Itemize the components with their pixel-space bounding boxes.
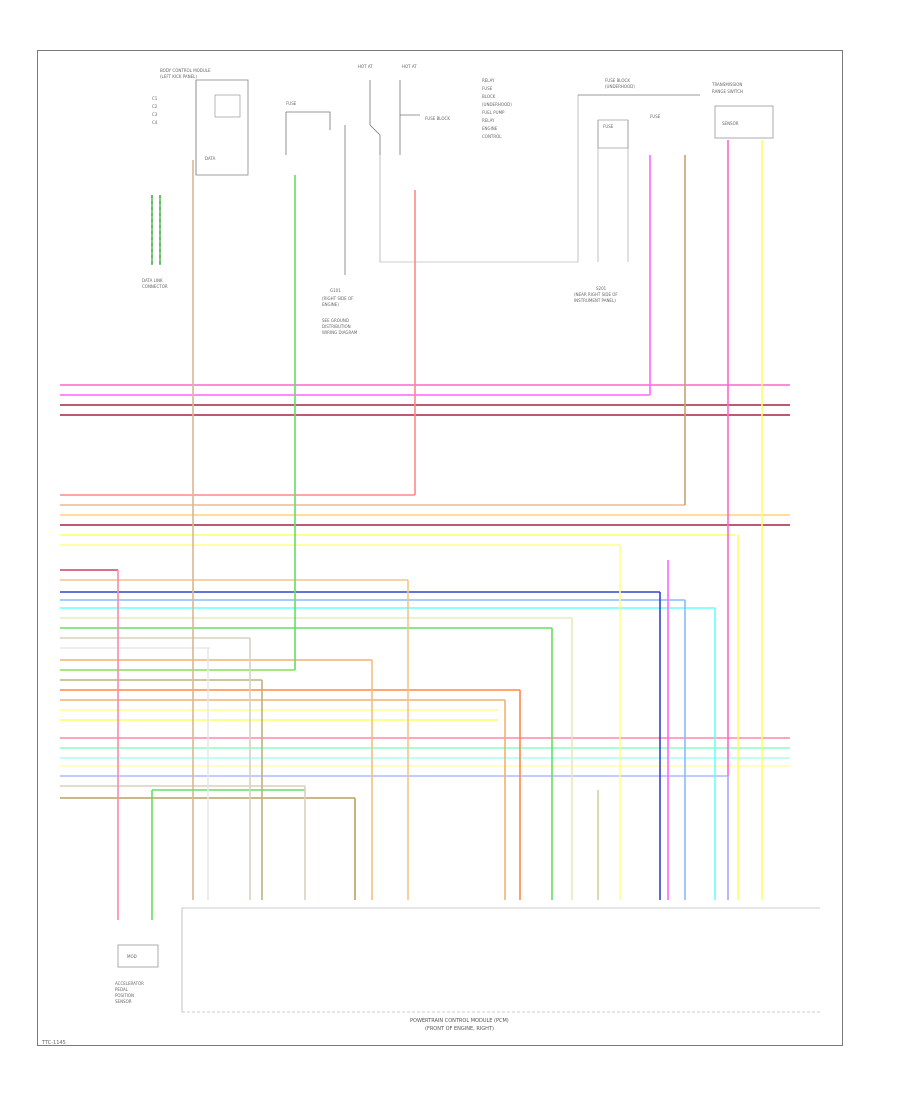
svg-text:TRANSMISSION: TRANSMISSION [711, 82, 742, 87]
svg-text:FUSE BLOCK: FUSE BLOCK [425, 116, 450, 121]
svg-text:(UNDERHOOD): (UNDERHOOD) [605, 84, 635, 89]
svg-text:G101: G101 [330, 288, 341, 293]
svg-text:BODY CONTROL MODULE: BODY CONTROL MODULE [160, 68, 211, 73]
svg-text:SEE GROUND: SEE GROUND [322, 318, 349, 323]
svg-text:WIRING DIAGRAM: WIRING DIAGRAM [322, 330, 358, 335]
svg-text:RANGE SWITCH: RANGE SWITCH [712, 89, 743, 94]
svg-text:FUSE: FUSE [603, 124, 614, 129]
wire-bus-top [60, 384, 790, 416]
svg-text:ACCELERATOR: ACCELERATOR [115, 981, 144, 986]
pcm-sublabel: (FRONT OF ENGINE, RIGHT) [425, 1026, 494, 1032]
svg-text:INSTRUMENT PANEL): INSTRUMENT PANEL) [574, 298, 616, 303]
svg-text:FUEL PUMP: FUEL PUMP [482, 110, 505, 115]
svg-text:HOT AT: HOT AT [358, 64, 373, 69]
svg-text:PEDAL: PEDAL [115, 987, 129, 992]
relay-area: HOT AT HOT AT FUSE FUSE BLOCK [285, 64, 450, 155]
left-connector-pair: DATA LINK CONNECTOR [142, 195, 168, 289]
svg-text:RELAY: RELAY [482, 118, 495, 123]
svg-text:SENSOR: SENSOR [722, 121, 739, 126]
svg-text:C3: C3 [152, 112, 158, 117]
svg-text:(NEAR RIGHT SIDE OF: (NEAR RIGHT SIDE OF [574, 292, 618, 297]
svg-text:SENSOR: SENSOR [115, 999, 132, 1004]
center-legend: RELAY FUSE BLOCK (UNDERHOOD) FUEL PUMP R… [482, 78, 512, 139]
svg-text:FUSE: FUSE [482, 86, 493, 91]
svg-text:(RIGHT SIDE OF: (RIGHT SIDE OF [322, 296, 354, 301]
svg-text:C4: C4 [152, 120, 158, 125]
svg-text:FUSE BLOCK: FUSE BLOCK [605, 78, 630, 83]
lower-left-module: MOD ACCELERATOR PEDAL POSITION SENSOR [115, 944, 159, 1004]
svg-text:C2: C2 [152, 104, 158, 109]
vertical-wires [117, 140, 763, 920]
svg-text:FUSE: FUSE [650, 114, 661, 119]
svg-text:BLOCK: BLOCK [482, 94, 496, 99]
svg-text:FUSE: FUSE [286, 101, 297, 106]
svg-text:(LEFT KICK PANEL): (LEFT KICK PANEL) [160, 74, 197, 79]
diagram-frame [37, 50, 843, 1046]
svg-text:HOT AT: HOT AT [402, 64, 417, 69]
pcm-label: POWERTRAIN CONTROL MODULE (PCM) [410, 1018, 509, 1024]
svg-text:CONNECTOR: CONNECTOR [142, 284, 168, 289]
svg-text:DATA: DATA [205, 156, 216, 161]
svg-text:S201: S201 [596, 286, 607, 291]
page-code: TTC-1145 [42, 1040, 66, 1046]
right-module-group: FUSE BLOCK (UNDERHOOD) FUSE FUSE S201 (N… [574, 78, 774, 303]
pcm-connector: POWERTRAIN CONTROL MODULE (PCM) (FRONT O… [181, 907, 820, 1032]
svg-text:ENGINE: ENGINE [482, 126, 498, 131]
svg-text:(UNDERHOOD): (UNDERHOOD) [482, 102, 512, 107]
left-module: BODY CONTROL MODULE (LEFT KICK PANEL) C1… [152, 68, 249, 176]
svg-text:POSITION: POSITION [115, 993, 134, 998]
svg-text:DISTRIBUTION: DISTRIBUTION [322, 324, 351, 329]
wire-bus-middle [60, 494, 790, 546]
svg-text:C1: C1 [152, 96, 158, 101]
wire-bus-lower [60, 569, 790, 799]
mod-box-label: MOD [127, 954, 137, 959]
svg-text:DATA LINK: DATA LINK [142, 278, 163, 283]
svg-text:RELAY: RELAY [482, 78, 495, 83]
svg-text:CONTROL: CONTROL [482, 134, 502, 139]
svg-text:ENGINE): ENGINE) [322, 302, 339, 307]
ground-ref: G101 (RIGHT SIDE OF ENGINE) SEE GROUND D… [322, 155, 578, 335]
